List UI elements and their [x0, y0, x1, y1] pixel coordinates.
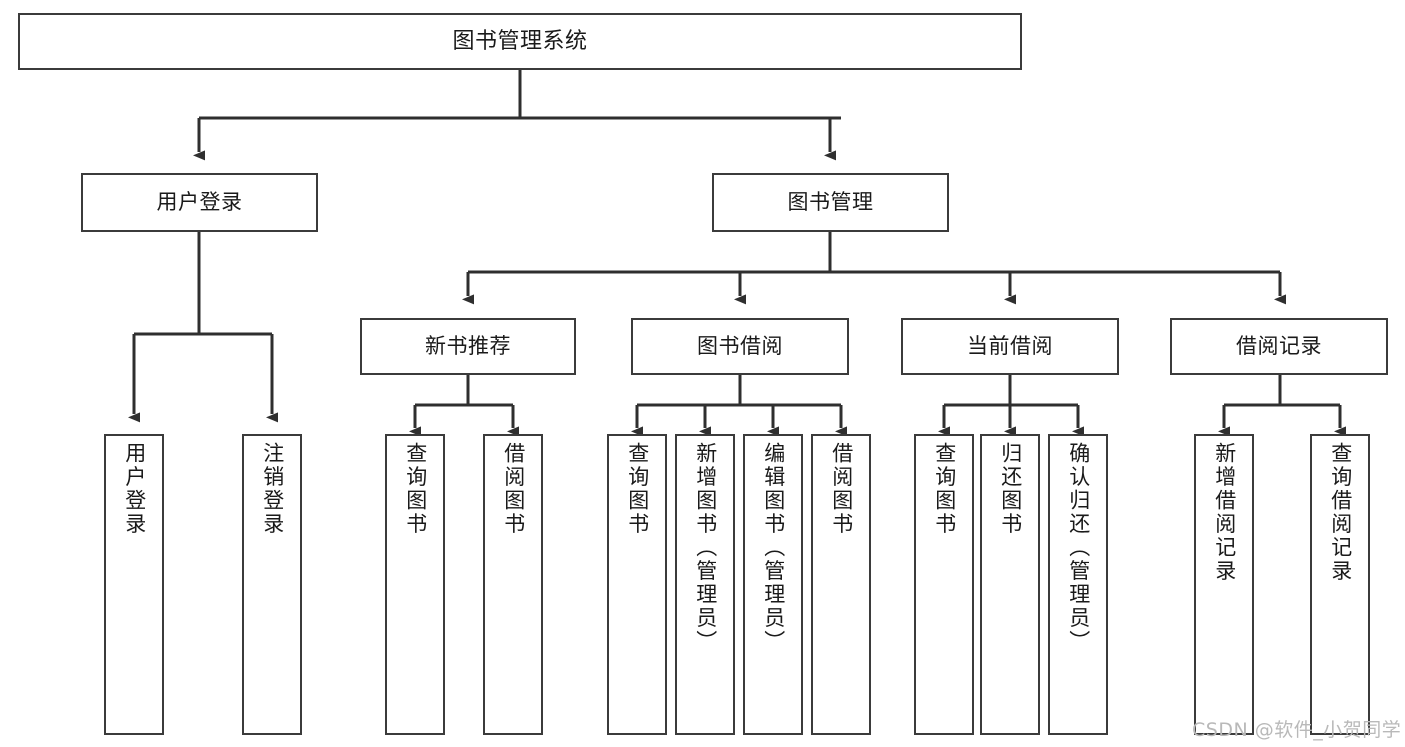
node-leaf-query-record[interactable]: 查询借阅记录	[1310, 434, 1370, 735]
watermark: CSDN @软件_小贺同学	[1192, 719, 1402, 741]
node-leaf-query-book-3-label: 查询图书	[932, 442, 957, 536]
node-leaf-query-book-3[interactable]: 查询图书	[914, 434, 974, 735]
node-leaf-logout[interactable]: 注销登录	[242, 434, 302, 735]
node-book-borrow[interactable]: 图书借阅	[631, 318, 849, 375]
node-leaf-query-book-2-label: 查询图书	[625, 442, 650, 536]
node-leaf-query-record-label: 查询借阅记录	[1328, 442, 1353, 583]
node-leaf-query-book-1-label: 查询图书	[403, 442, 428, 536]
node-leaf-edit-book[interactable]: 编辑图书（管理员）	[743, 434, 803, 735]
node-leaf-return-book[interactable]: 归还图书	[980, 434, 1040, 735]
node-leaf-add-book-label: 新增图书（管理员）	[693, 442, 718, 654]
node-borrow-record[interactable]: 借阅记录	[1170, 318, 1388, 375]
node-leaf-query-book-2[interactable]: 查询图书	[607, 434, 667, 735]
node-leaf-add-record[interactable]: 新增借阅记录	[1194, 434, 1254, 735]
node-leaf-borrow-book-1[interactable]: 借阅图书	[483, 434, 543, 735]
node-root[interactable]: 图书管理系统	[18, 13, 1022, 70]
node-user-login[interactable]: 用户登录	[81, 173, 318, 232]
node-leaf-edit-book-label: 编辑图书（管理员）	[761, 442, 786, 654]
node-leaf-borrow-book-2-label: 借阅图书	[829, 442, 854, 536]
node-leaf-borrow-book-1-label: 借阅图书	[501, 442, 526, 536]
node-user-login-label: 用户登录	[156, 190, 243, 215]
node-leaf-query-book-1[interactable]: 查询图书	[385, 434, 445, 735]
node-leaf-borrow-book-2[interactable]: 借阅图书	[811, 434, 871, 735]
node-leaf-confirm-return-label: 确认归还（管理员）	[1066, 442, 1091, 654]
node-leaf-return-book-label: 归还图书	[998, 442, 1023, 536]
node-current-borrow-label: 当前借阅	[967, 334, 1053, 359]
node-leaf-add-record-label: 新增借阅记录	[1212, 442, 1237, 583]
node-book-manage[interactable]: 图书管理	[712, 173, 949, 232]
node-new-book-recommend-label: 新书推荐	[425, 334, 511, 359]
node-leaf-logout-label: 注销登录	[260, 442, 285, 536]
node-leaf-user-login-label: 用户登录	[122, 442, 147, 536]
node-leaf-user-login[interactable]: 用户登录	[104, 434, 164, 735]
node-root-label: 图书管理系统	[452, 28, 588, 54]
node-current-borrow[interactable]: 当前借阅	[901, 318, 1119, 375]
node-borrow-record-label: 借阅记录	[1236, 334, 1322, 359]
node-leaf-add-book[interactable]: 新增图书（管理员）	[675, 434, 735, 735]
node-new-book-recommend[interactable]: 新书推荐	[360, 318, 576, 375]
node-book-borrow-label: 图书借阅	[697, 334, 783, 359]
node-book-manage-label: 图书管理	[787, 190, 874, 215]
node-leaf-confirm-return[interactable]: 确认归还（管理员）	[1048, 434, 1108, 735]
